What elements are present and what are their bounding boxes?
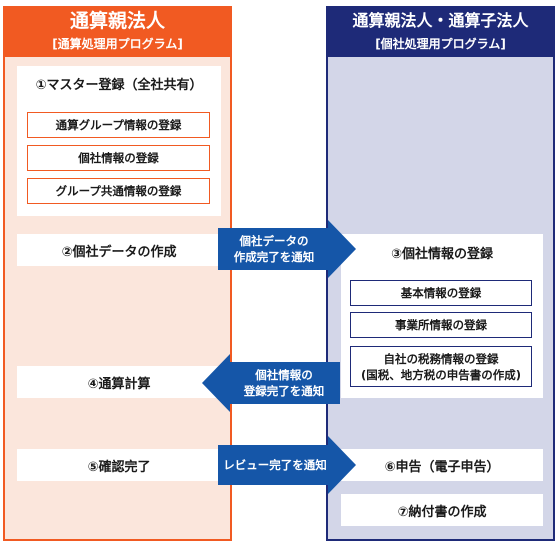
arrow1-label-line1: 個社データの	[239, 234, 309, 248]
arrow-left-info-registered	[202, 354, 340, 412]
arrow2-label-line2: 登録完了を通知	[243, 384, 325, 398]
step6-box: ⑥申告（電子申告）	[341, 449, 543, 481]
arrow-right-data-created	[218, 220, 356, 278]
subsidiary-title: 通算親法人・通算子法人	[352, 10, 529, 30]
step5-box: ⑤確認完了	[17, 449, 221, 481]
arrow2-label-line1: 個社情報の	[255, 368, 313, 382]
step1-title: ①マスター登録（全社共有）	[35, 77, 203, 93]
step2-box: ②個社データの作成	[17, 234, 221, 266]
parent-subtitle: [通算処理用プログラム]	[52, 37, 183, 51]
arrow2-label: 個社情報の 登録完了を通知	[230, 362, 338, 404]
step7-box: ⑦納付書の作成	[341, 494, 543, 526]
step3-item-tax-info-line1: 自社の税務情報の登録	[383, 351, 499, 366]
step1-item-common-info: グループ共通情報の登録	[27, 178, 210, 204]
step3-item-tax-info: 自社の税務情報の登録 (国税、地方税の申告書の作成)	[350, 346, 532, 387]
step3-item-office-info: 事業所情報の登録	[350, 312, 532, 338]
step3-item-tax-info-line2: (国税、地方税の申告書の作成)	[360, 367, 521, 382]
subsidiary-header: 通算親法人・通算子法人 [個社処理用プログラム]	[326, 6, 555, 57]
step4-box: ④通算計算	[17, 366, 221, 398]
parent-header: 通算親法人 [通算処理用プログラム]	[3, 6, 232, 57]
arrow3-label: レビュー完了を通知	[223, 458, 327, 472]
parent-title: 通算親法人	[69, 10, 165, 32]
step3-item-basic-info: 基本情報の登録	[350, 280, 532, 306]
subsidiary-subtitle: [個社処理用プログラム]	[375, 36, 506, 51]
arrow1-label-line2: 作成完了を通知	[233, 250, 315, 264]
arrow-right-review-complete	[218, 436, 356, 494]
step1-item-company-info: 個社情報の登録	[27, 145, 210, 171]
step3-title: ③個社情報の登録	[390, 246, 493, 262]
step1-item-group-info: 通算グループ情報の登録	[27, 112, 210, 138]
arrow1-label: 個社データの 作成完了を通知	[218, 228, 330, 270]
